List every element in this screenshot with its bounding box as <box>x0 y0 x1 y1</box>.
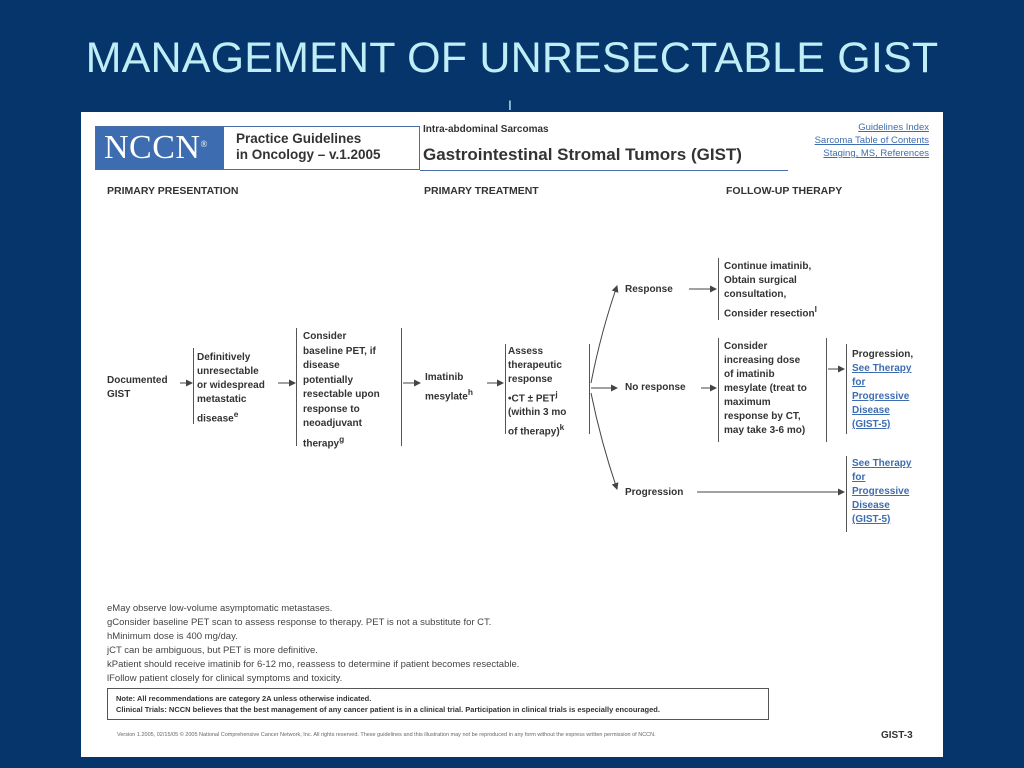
footnote-l: lFollow patient closely for clinical sym… <box>107 673 343 684</box>
header-divider <box>420 170 788 171</box>
bracket-assess-right <box>589 344 590 434</box>
practice-guidelines-label: Practice Guidelines in Oncology – v.1.20… <box>236 131 381 162</box>
bracket-assess <box>505 344 506 434</box>
nccn-header-box: NCCN® Practice Guidelines in Oncology – … <box>95 126 420 170</box>
guideline-document: NCCN® Practice Guidelines in Oncology – … <box>81 112 943 757</box>
branch-no-response: No response <box>625 382 686 393</box>
slide-title: MANAGEMENT OF UNRESECTABLE GIST <box>85 34 939 82</box>
footnote-g: gConsider baseline PET scan to assess re… <box>107 617 492 628</box>
bracket-continue <box>718 258 719 320</box>
bracket-consider-dose-right <box>826 338 827 442</box>
note-box: Note: All recommendations are category 2… <box>107 688 769 720</box>
footnote-j: jCT can be ambiguous, but PET is more de… <box>107 645 318 656</box>
document-title: Gastrointestinal Stromal Tumors (GIST) <box>423 145 742 164</box>
footnote-e: eMay observe low-volume asymptomatic met… <box>107 603 333 614</box>
link-sarcoma-toc[interactable]: Sarcoma Table of Contents <box>814 135 929 146</box>
note-category: Note: All recommendations are category 2… <box>116 694 372 703</box>
bracket-consider-pet <box>296 328 297 446</box>
bracket-progression-result <box>846 344 847 434</box>
branch-response: Response <box>625 284 673 295</box>
link-guidelines-index[interactable]: Guidelines Index <box>858 122 929 133</box>
nccn-logo: NCCN® <box>96 127 224 169</box>
flowchart-arrows <box>180 285 845 496</box>
column-header-primary-treatment: PRIMARY TREATMENT <box>424 185 539 197</box>
slide-title-overflow: I <box>508 100 512 113</box>
column-header-primary-presentation: PRIMARY PRESENTATION <box>107 185 239 197</box>
footnote-k: kPatient should receive imatinib for 6-1… <box>107 659 520 670</box>
note-clinical-trials: Clinical Trials: NCCN believes that the … <box>116 705 660 714</box>
version-copyright: Version 1.2005, 02/15/05 © 2005 National… <box>117 732 656 738</box>
bracket-consider-pet-right <box>401 328 402 446</box>
bracket-see-therapy-2 <box>846 456 847 532</box>
header-links: Guidelines Index Sarcoma Table of Conten… <box>815 121 929 160</box>
bracket-definitively <box>193 348 194 424</box>
link-staging-ms-references[interactable]: Staging, MS, References <box>823 148 929 159</box>
branch-progression: Progression <box>625 487 684 498</box>
bracket-consider-dose <box>718 338 719 442</box>
column-header-follow-up: FOLLOW-UP THERAPY <box>726 185 843 197</box>
footnote-h: hMinimum dose is 400 mg/day. <box>107 631 238 642</box>
section-subtitle: Intra-abdominal Sarcomas <box>423 124 549 135</box>
footnotes: eMay observe low-volume asymptomatic met… <box>107 602 519 686</box>
page-number: GIST-3 <box>881 730 913 741</box>
